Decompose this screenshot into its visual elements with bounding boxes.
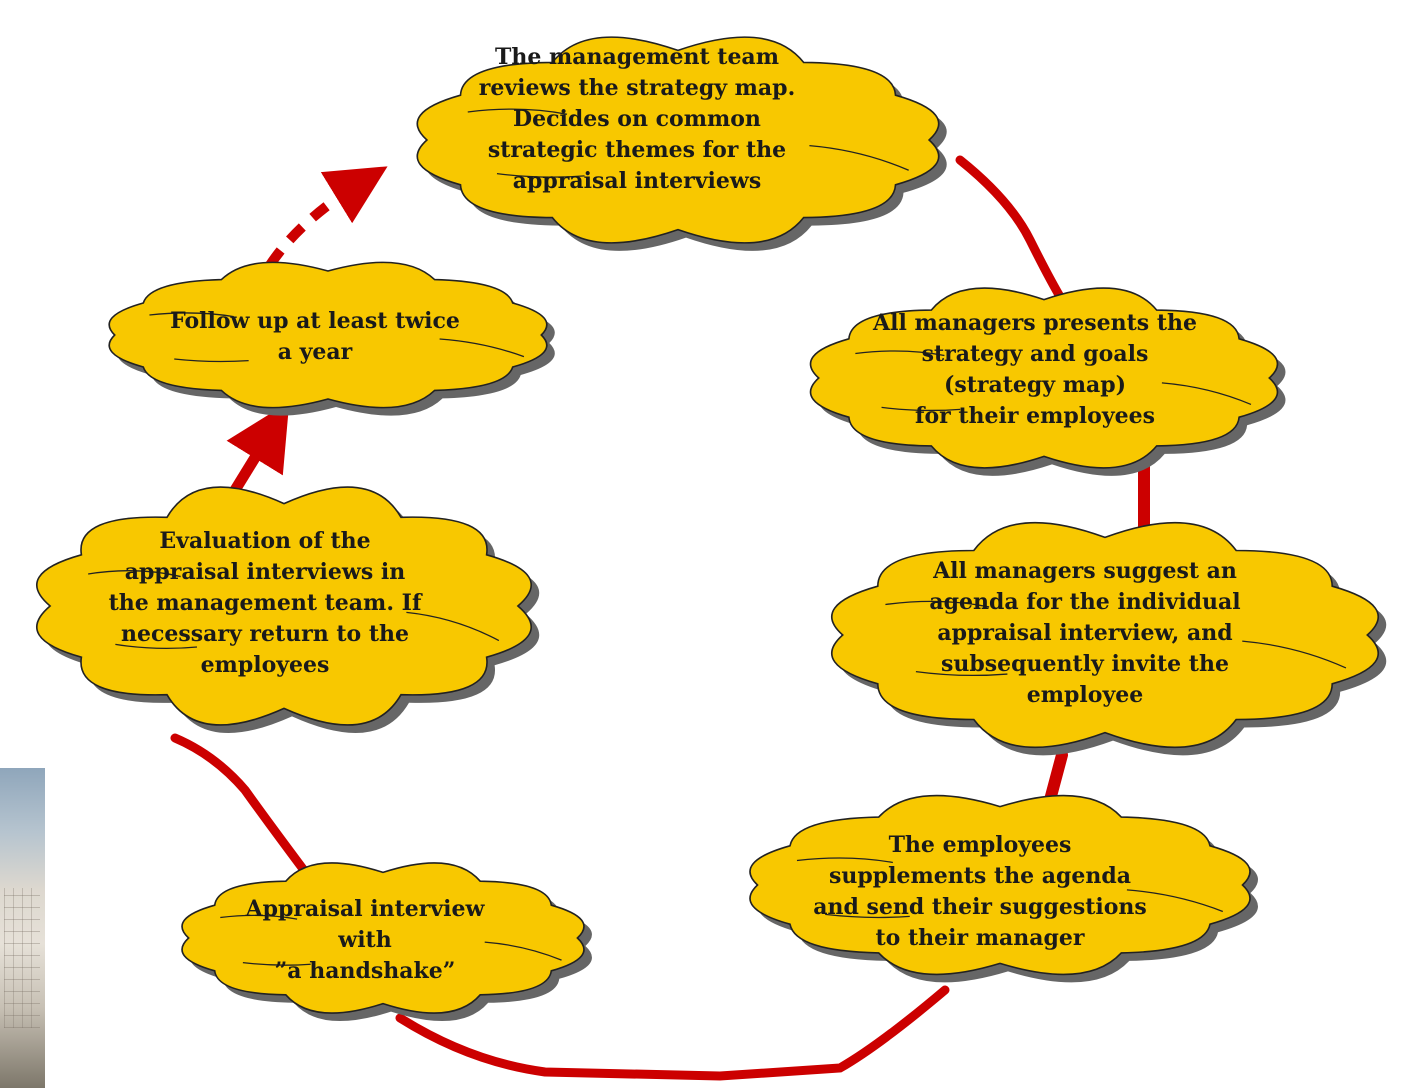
connector-supplement-to-interview — [395, 985, 950, 1081]
cloud-arc-evaluation-2 — [115, 643, 198, 650]
cloud-arc-present-0 — [855, 350, 945, 357]
cloud-supplement — [749, 794, 1251, 976]
node-review-label: The management team reviews the strategy… — [478, 44, 796, 194]
cloud-arc-interview-2 — [242, 961, 311, 966]
node-evaluation-label: Evaluation of the appraisal interviews i… — [108, 528, 422, 678]
photo-fragment — [0, 768, 45, 1088]
cloud-arc-review-0 — [467, 108, 568, 115]
connector-followup-to-review — [265, 166, 388, 268]
cloud-arc-followup-2 — [174, 358, 249, 363]
cloud-arc-agenda-1 — [1242, 640, 1347, 669]
cloud-arc-evaluation-0 — [88, 570, 181, 578]
cloud-arc-supplement-2 — [825, 913, 910, 919]
cloud-arc-evaluation-1 — [406, 611, 500, 642]
cloud-arc-agenda-0 — [885, 600, 990, 608]
cloud-agenda — [831, 521, 1379, 749]
cloud-present — [809, 287, 1279, 469]
cloud-interview — [181, 862, 585, 1014]
cloud-arc-supplement-0 — [796, 857, 893, 864]
node-followup-label: Follow up at least twice a year — [170, 308, 460, 365]
cloud-arc-interview-0 — [220, 914, 298, 920]
cloud-arc-agenda-2 — [915, 670, 1008, 677]
node-supplement-label: The employees supplements the agenda and… — [813, 832, 1147, 951]
node-interview-label: Appraisal interview with ”a handshake” — [245, 896, 485, 984]
cloud-arc-present-1 — [1161, 382, 1252, 406]
cloud-review — [416, 36, 940, 244]
connector-evaluation-to-followup — [226, 401, 290, 498]
node-agenda-label: All managers suggest an agenda for the i… — [929, 558, 1241, 708]
cloud-arc-review-2 — [496, 172, 585, 178]
node-present-label: All managers presents the strategy and g… — [873, 310, 1197, 429]
connector-interview-to-evaluation — [170, 733, 320, 890]
cloud-arc-review-1 — [809, 144, 909, 171]
cloud-arc-followup-0 — [149, 312, 234, 318]
cloud-arc-interview-1 — [484, 941, 562, 961]
cloud-evaluation — [35, 486, 533, 726]
cloud-arc-supplement-1 — [1126, 889, 1224, 913]
cloud-followup — [108, 261, 548, 409]
connector-review-to-present — [955, 155, 1067, 305]
cloud-arc-present-2 — [881, 406, 961, 412]
cloud-arc-followup-1 — [439, 338, 525, 358]
